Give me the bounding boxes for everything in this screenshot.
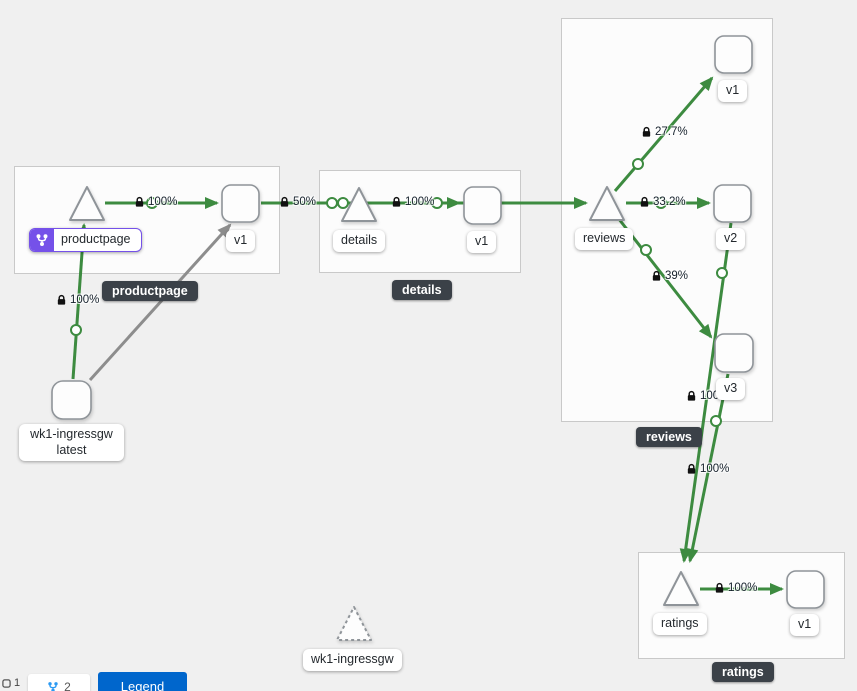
edge-label-reviews-v1: 27.7% (641, 126, 688, 138)
edge-label-reviews-v3: 39% (651, 270, 688, 282)
traffic-pct: 27.7% (655, 126, 688, 138)
edge-label-productpage-v1-details: 50% (279, 196, 316, 208)
lock-icon (392, 196, 401, 207)
workload-node-details-v1[interactable] (463, 186, 502, 225)
group-badge-details: details (392, 280, 452, 300)
traffic-pct: 100% (148, 196, 178, 208)
edge-label-reviews-v2: 33.2% (639, 196, 686, 208)
node-label-text: v1 (798, 617, 812, 631)
node-label-text: v1 (234, 233, 248, 247)
edge-label-v3-ratings: 100% (686, 463, 729, 475)
node-label-line2: latest (56, 442, 87, 457)
application-badge-icon (30, 229, 54, 251)
node-label-ratings[interactable]: ratings (653, 613, 707, 635)
node-label-reviews-v1[interactable]: v1 (718, 80, 748, 102)
traffic-pct: 33.2% (653, 196, 686, 208)
node-label-text: wk1-ingressgw (311, 652, 394, 666)
edge-waypoint-dots (70, 158, 728, 427)
node-label-ingressgw-workload[interactable]: wk1-ingressgw latest (19, 424, 124, 462)
lock-icon (642, 126, 651, 137)
group-badge-productpage: productpage (102, 281, 198, 301)
node-label-productpage[interactable]: productpage (29, 228, 142, 252)
edge-label-ingress-productpage: 100% (56, 294, 99, 306)
lock-icon (687, 390, 696, 401)
node-label-text: v3 (724, 381, 738, 395)
service-node-reviews[interactable] (589, 186, 625, 221)
lock-icon (652, 270, 661, 281)
service-node-details[interactable] (341, 187, 377, 222)
node-label-ingressgw-ghost[interactable]: wk1-ingressgw (303, 649, 402, 671)
workload-node-ingressgw[interactable] (51, 380, 92, 420)
traffic-pct: 100% (70, 294, 100, 306)
traffic-pct: 39% (665, 270, 689, 282)
node-label-reviews[interactable]: reviews (575, 228, 634, 250)
node-label-text: ratings (661, 616, 699, 630)
node-label-ratings-v1[interactable]: v1 (790, 614, 820, 636)
node-label-text: v1 (475, 234, 489, 248)
node-label-productpage-v1[interactable]: v1 (226, 230, 256, 252)
traffic-pct: 100% (405, 196, 435, 208)
node-label-text: v1 (726, 83, 740, 97)
node-label-text: details (341, 233, 378, 247)
toolbar-chip-count-text: 2 (64, 680, 71, 691)
edge-ingressgw-to-productpage-v1[interactable] (88, 223, 232, 382)
workload-node-reviews-v3[interactable] (714, 333, 754, 373)
traffic-pct: 100% (728, 582, 758, 594)
applications-icon (48, 682, 58, 691)
workload-node-productpage-v1[interactable] (221, 184, 260, 223)
lock-icon (135, 196, 144, 207)
toolbar-apps-chip[interactable]: 2 (28, 674, 90, 691)
traffic-pct: 50% (293, 196, 317, 208)
toolbar-count-text: 1 (14, 677, 21, 689)
lock-icon (280, 196, 289, 207)
node-label-details-v1[interactable]: v1 (467, 231, 497, 253)
group-badge-reviews: reviews (636, 427, 702, 447)
edge-reviews-v2-to-ratings[interactable] (679, 222, 733, 563)
toolbar-count-1: 1 (2, 677, 20, 689)
node-label-text: productpage (61, 232, 131, 246)
node-label-text: reviews (583, 231, 626, 245)
node-label-line1: wk1-ingressgw (30, 427, 113, 441)
lock-icon (715, 582, 724, 593)
workload-node-reviews-v2[interactable] (713, 184, 752, 223)
lock-icon (640, 196, 649, 207)
edge-label-productpage-v1: 100% (134, 196, 177, 208)
edge-label-details-v1: 100% (391, 196, 434, 208)
namespace-icon (2, 678, 11, 688)
service-node-ingressgw-ghost[interactable] (336, 606, 372, 641)
edge-reviews-v3-to-ratings[interactable] (686, 373, 730, 563)
service-node-productpage[interactable] (69, 186, 105, 221)
service-node-ratings[interactable] (663, 571, 699, 606)
node-label-reviews-v3[interactable]: v3 (716, 378, 746, 400)
workload-node-reviews-v1[interactable] (714, 35, 753, 74)
lock-icon (57, 294, 66, 305)
lock-icon (687, 463, 696, 474)
traffic-pct: 100% (700, 463, 730, 475)
edge-reviews-to-v1[interactable] (613, 76, 714, 192)
edge-label-ratings-v1: 100% (714, 582, 757, 594)
workload-node-ratings-v1[interactable] (786, 570, 825, 609)
legend-button[interactable]: Legend (98, 672, 187, 691)
node-label-text: v2 (724, 231, 738, 245)
node-label-details[interactable]: details (333, 230, 386, 252)
group-badge-ratings: ratings (712, 662, 774, 682)
node-label-reviews-v2[interactable]: v2 (716, 228, 746, 250)
